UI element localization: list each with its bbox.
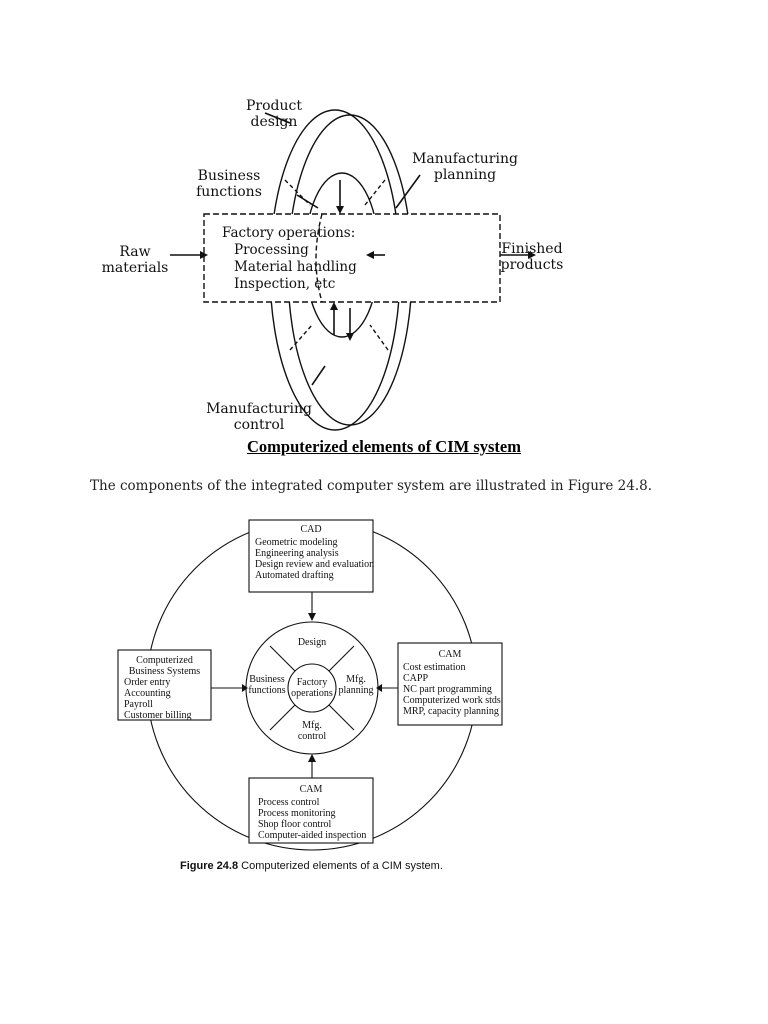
wheel-line: Factory — [296, 677, 328, 688]
business-item: Accounting — [124, 688, 171, 699]
label-manufacturing-planning: Manufacturing planning — [410, 151, 520, 183]
intro-paragraph: The components of the integrated compute… — [90, 478, 653, 494]
cam-right-items: Cost estimation CAPP NC part programming… — [403, 662, 503, 717]
factory-line: Material handling — [234, 259, 357, 275]
cad-item: Design review and evaluation — [255, 559, 375, 570]
cad-box-items: Geometric modeling Engineering analysis … — [255, 537, 374, 581]
label-raw-materials: Raw materials — [100, 244, 170, 276]
cam-bottom-item: Process control — [258, 797, 320, 808]
factory-line: Inspection, etc — [234, 276, 336, 292]
cim-wheel-diagram — [170, 109, 536, 431]
label-line: Business — [197, 168, 261, 184]
business-box-items: Order entry Accounting Payroll Customer … — [124, 677, 192, 721]
label-line: Raw — [119, 244, 151, 260]
wheel-business-functions: Business functions — [244, 674, 290, 696]
label-line: control — [233, 417, 285, 433]
label-line: products — [500, 257, 564, 273]
business-title-line: Computerized — [136, 655, 193, 666]
cad-item: Geometric modeling — [255, 537, 338, 548]
label-manufacturing-control: Manufacturing control — [204, 401, 314, 433]
cam-bottom-item: Shop floor control — [258, 819, 332, 830]
factory-operations-box: Factory operations: Processing Material … — [222, 225, 357, 293]
wheel-line: planning — [338, 685, 374, 696]
label-line: materials — [101, 260, 169, 276]
factory-line: Factory operations: — [222, 225, 356, 241]
label-product-design: Product design — [238, 98, 310, 130]
business-title-line: Business Systems — [128, 666, 201, 677]
cam-right-title: CAM — [438, 649, 462, 660]
cam-right-item: CAPP — [403, 673, 429, 684]
wheel-factory-operations: Factory operations — [286, 677, 338, 699]
business-item: Payroll — [124, 699, 153, 710]
wheel-mfg-planning: Mfg. planning — [333, 674, 379, 696]
cam-bottom-title: CAM — [299, 784, 323, 795]
label-line: planning — [433, 167, 497, 183]
cam-right-item: Computerized work stds. — [403, 695, 504, 706]
cad-box-title: CAD — [300, 524, 322, 535]
label-business-functions: Business functions — [196, 168, 262, 200]
cad-item: Engineering analysis — [255, 548, 339, 559]
business-box-title: Computerized Business Systems — [118, 655, 211, 677]
factory-line: Processing — [234, 242, 309, 258]
business-item: Customer billing — [124, 710, 192, 721]
figure-caption: Figure 24.8 Computerized elements of a C… — [180, 860, 443, 872]
wheel-design: Design — [297, 637, 327, 648]
cam-right-item: Cost estimation — [403, 662, 466, 673]
cam-right-item: MRP, capacity planning — [403, 706, 499, 717]
wheel-line: Mfg. — [302, 720, 322, 731]
cad-item: Automated drafting — [255, 570, 334, 581]
label-line: Product — [246, 98, 302, 114]
label-line: functions — [196, 184, 262, 200]
cam-bottom-items: Process control Process monitoring Shop … — [258, 797, 366, 841]
cam-bottom-item: Computer-aided inspection — [258, 830, 367, 841]
label-line: design — [250, 114, 298, 130]
label-line: Finished — [501, 241, 563, 257]
wheel-line: functions — [248, 685, 286, 696]
label-line: Manufacturing — [412, 151, 518, 167]
section-heading: Computerized elements of CIM system — [246, 437, 521, 456]
wheel-line: control — [297, 731, 327, 742]
business-item: Order entry — [124, 677, 171, 688]
caption-text: Computerized elements of a CIM system. — [241, 860, 443, 872]
label-finished-products: Finished products — [498, 241, 566, 273]
wheel-line: Business — [249, 674, 285, 685]
label-line: Manufacturing — [206, 401, 312, 417]
caption-label: Figure 24.8 — [180, 860, 239, 872]
wheel-mfg-control: Mfg. control — [286, 720, 338, 742]
wheel-line: Mfg. — [346, 674, 366, 685]
cam-right-item: NC part programming — [403, 684, 492, 695]
wheel-line: operations — [291, 688, 333, 699]
cam-bottom-item: Process monitoring — [258, 808, 336, 819]
